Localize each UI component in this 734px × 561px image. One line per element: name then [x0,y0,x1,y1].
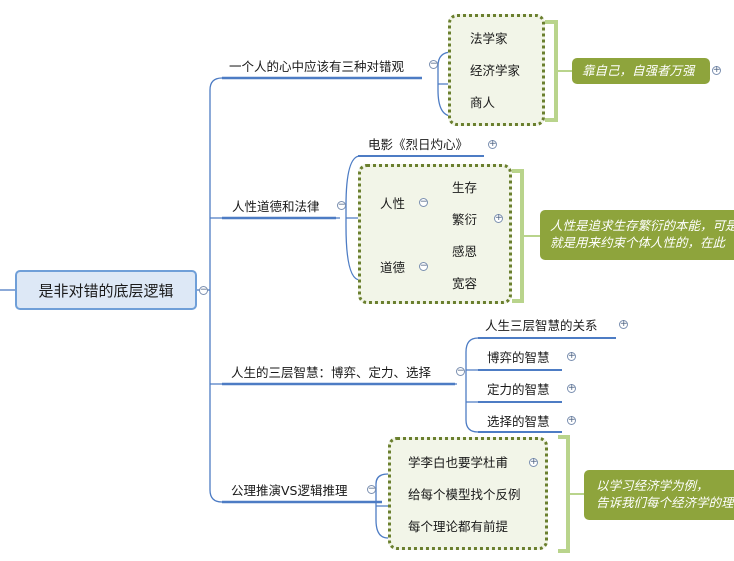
branch-3-child-4-expand-icon[interactable]: + [567,415,576,425]
branch-1-child-2[interactable]: 经济学家 [470,63,521,78]
branch-1-callout-expand-icon[interactable]: + [712,65,721,75]
branch-3-child-1[interactable]: 人生三层智慧的关系 [485,318,598,333]
branch-2-callout-line-2: 就是用来约束个体人性的，在此 [550,235,726,250]
branch-3-collapse-icon[interactable]: − [456,366,465,376]
branch-4-child-2[interactable]: 给每个模型找个反例 [408,487,521,502]
branch-2-child-expand-icon[interactable]: + [494,213,503,223]
branch-2-group-1-child-2[interactable]: 繁衍 [452,212,478,227]
branch4-group-box [388,437,548,550]
branch-2-group-1-label[interactable]: 人性 [380,196,406,211]
root-label: 是非对错的底层逻辑 [38,281,174,300]
branch-2-movie[interactable]: 电影《烈日灼心》 [368,137,469,152]
branch-2-group-2-collapse-icon[interactable]: − [419,261,428,271]
branch-4-callout-line-1: 以学习经济学为例， [596,478,709,493]
branch-2-group-2-label[interactable]: 道德 [380,260,406,275]
branch-1-collapse-icon[interactable]: − [429,59,438,69]
branch-2-collapse-icon[interactable]: − [337,200,346,210]
branch-2-movie-expand-icon[interactable]: + [488,139,497,149]
branch2-group-box [358,164,512,304]
branch-4-collapse-icon[interactable]: − [367,484,376,494]
root-collapse-icon[interactable]: − [199,285,208,295]
branch-1-callout[interactable]: 靠自己，自强者万强 [572,58,710,84]
branch-3-child-3-expand-icon[interactable]: + [567,383,576,393]
branch-3-child-2[interactable]: 博弈的智慧 [487,350,550,365]
branch-4-label[interactable]: 公理推演VS逻辑推理 [231,483,348,498]
branch-2-group-2-child-2[interactable]: 宽容 [452,276,478,291]
branch-3-label[interactable]: 人生的三层智慧：博弈、定力、选择 [231,365,432,380]
branch-1-child-3[interactable]: 商人 [470,95,496,110]
branch-2-callout-line-1: 人性是追求生存繁衍的本能，可是 [550,218,734,233]
branch-3-child-4[interactable]: 选择的智慧 [487,414,550,429]
branch-2-label[interactable]: 人性道德和法律 [232,199,320,214]
branch-2-group-2-child-1[interactable]: 感恩 [452,244,478,259]
branch-4-child-3[interactable]: 每个理论都有前提 [408,519,509,534]
branch-3-child-3[interactable]: 定力的智慧 [487,382,550,397]
branch-1-label[interactable]: 一个人的心中应该有三种对错观 [229,59,405,74]
branch-3-child-1-expand-icon[interactable]: + [619,319,628,329]
branch1-group-box [448,14,545,126]
branch-1-callout-line-1: 靠自己，自强者万强 [582,63,695,78]
root-node[interactable]: 是非对错的底层逻辑 [15,270,197,310]
branch-2-callout[interactable]: 人性是追求生存繁衍的本能，可是 就是用来约束个体人性的，在此 [540,210,734,260]
branch-1-child-1[interactable]: 法学家 [470,31,508,46]
branch-3-child-2-expand-icon[interactable]: + [567,351,576,361]
branch-2-group-1-child-1[interactable]: 生存 [452,180,478,195]
branch-2-group-1-collapse-icon[interactable]: − [419,197,428,207]
branch-4-callout[interactable]: 以学习经济学为例， 告诉我们每个经济学的理 [584,470,734,520]
branch-4-child-1[interactable]: 学李白也要学杜甫 [408,455,509,470]
branch-4-child-1-expand-icon[interactable]: + [529,457,538,467]
branch-4-callout-line-2: 告诉我们每个经济学的理 [596,495,734,510]
